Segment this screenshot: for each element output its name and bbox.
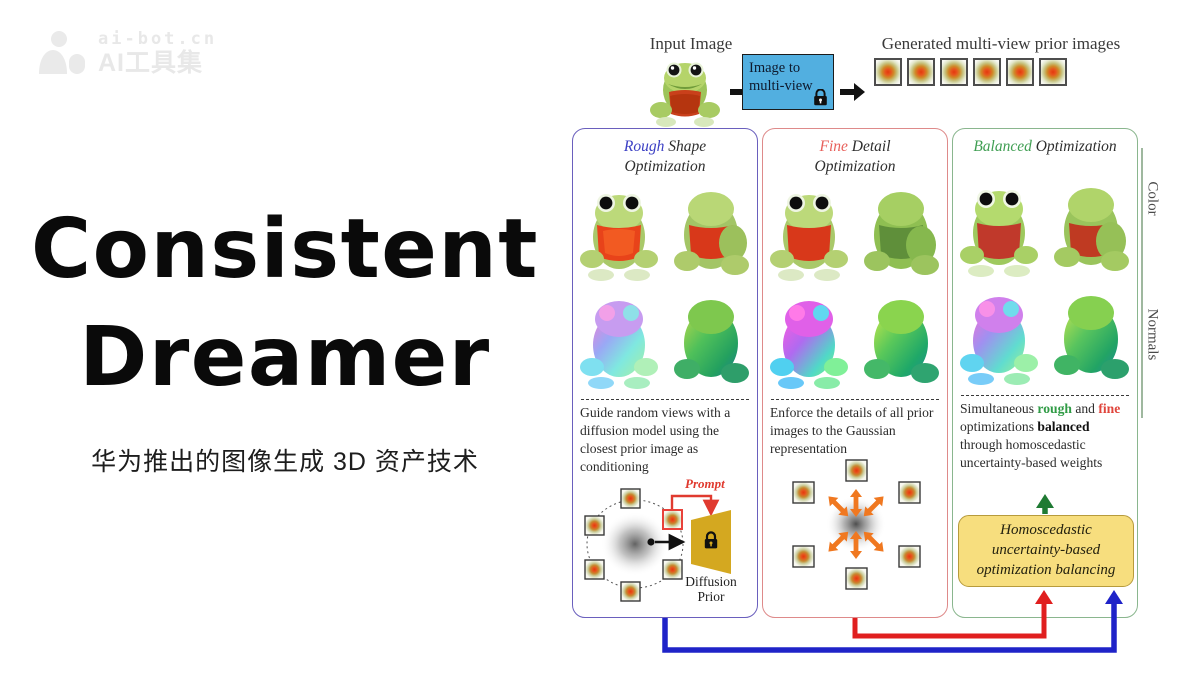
ai-bot-logo-icon bbox=[39, 31, 85, 74]
panel-caption: Simultaneous rough and fine optimization… bbox=[953, 396, 1137, 472]
diffusion-prior-label-line1: Diffusion bbox=[685, 574, 737, 589]
panel-title: Fine Detail Optimization bbox=[763, 129, 947, 177]
lock-icon bbox=[814, 89, 827, 106]
watermark-brand: AI工具集 bbox=[98, 48, 204, 77]
label-color: Color bbox=[1144, 181, 1161, 216]
diffusion-prior-diagram: Prompt Diffusion Prior bbox=[584, 476, 737, 604]
rough-shape-diagram: Prompt Diffusion Prior bbox=[573, 476, 757, 613]
panel-balanced-optimization: Balanced Optimization bbox=[952, 128, 1138, 618]
prior-thumbnail bbox=[1006, 58, 1034, 86]
panel-divider bbox=[961, 395, 1129, 397]
double-arrow-icon bbox=[828, 489, 884, 560]
prior-thumbnail bbox=[1039, 58, 1067, 86]
color-render-front bbox=[580, 194, 658, 282]
normal-render-front bbox=[770, 301, 848, 390]
panel-caption: Guide random views with a diffusion mode… bbox=[580, 405, 731, 475]
panel-caption: Enforce the details of all prior images … bbox=[770, 405, 934, 457]
render-grid bbox=[763, 181, 947, 397]
label-normals: Normals bbox=[1144, 308, 1161, 361]
image-to-multiview-label: Image to multi-view bbox=[749, 60, 813, 95]
color-render-back bbox=[674, 192, 749, 276]
caption-part-2: and bbox=[1071, 401, 1099, 417]
normal-render-back bbox=[674, 300, 749, 384]
color-render-front bbox=[770, 194, 848, 282]
lock-icon bbox=[704, 531, 718, 549]
input-frog-image bbox=[650, 62, 720, 127]
caption-fine: fine bbox=[1098, 401, 1121, 417]
render-grid bbox=[573, 181, 757, 397]
caption-balanced: balanced bbox=[1037, 419, 1090, 435]
normal-render-back bbox=[864, 300, 939, 384]
prior-thumbnail bbox=[874, 58, 902, 86]
panel-title: Balanced Optimization bbox=[953, 129, 1137, 157]
panel-divider bbox=[771, 399, 939, 401]
color-render-back bbox=[864, 192, 939, 276]
panel-title-rest: Detail bbox=[847, 138, 891, 155]
normal-render-front bbox=[580, 301, 658, 390]
panel-title-line2: Optimization bbox=[624, 158, 706, 176]
panel-title: Rough Shape Optimization bbox=[573, 129, 757, 177]
color-render-back bbox=[1054, 188, 1129, 272]
panel-title-rest: Shape bbox=[664, 138, 707, 155]
caption-part-1: Simultaneous bbox=[960, 401, 1038, 417]
panel-divider bbox=[581, 399, 749, 401]
gaussian-enforce-diagram bbox=[792, 459, 921, 590]
prior-thumbnail bbox=[940, 58, 968, 86]
balancing-line-2: uncertainty-based bbox=[991, 541, 1101, 558]
fine-detail-diagram bbox=[763, 458, 947, 595]
prompt-label: Prompt bbox=[685, 476, 725, 491]
page-title: Consistent Dreamer bbox=[0, 196, 570, 412]
panel-title-line2: Optimization bbox=[814, 158, 896, 176]
hero-panel: ai-bot.cn AI工具集 Consistent Dreamer 华为推出的… bbox=[0, 0, 570, 675]
arrow-right-icon bbox=[840, 83, 865, 101]
rail-divider bbox=[1141, 148, 1143, 418]
prior-thumbnail bbox=[907, 58, 935, 86]
render-row-labels: Color Normals bbox=[1140, 148, 1166, 418]
panel-fine-detail-optimization: Fine Detail Optimization bbox=[762, 128, 948, 618]
pipeline-figure: Input Image Generated multi-view prior i… bbox=[568, 0, 1200, 675]
panel-title-accent: Balanced bbox=[973, 138, 1032, 155]
figure-top-row: Input Image Generated multi-view prior i… bbox=[568, 30, 1200, 130]
diffusion-prior-label-line2: Prior bbox=[698, 589, 726, 604]
input-image-label: Input Image bbox=[649, 34, 733, 53]
panel-rough-shape-optimization: Rough Shape Optimization bbox=[572, 128, 758, 618]
normal-render-back bbox=[1054, 296, 1129, 380]
title-line-1: Consistent bbox=[30, 202, 539, 297]
caption-part-4: through homoscedastic uncertainty-based … bbox=[960, 437, 1103, 470]
watermark: ai-bot.cn AI工具集 bbox=[36, 30, 217, 76]
panel-title-rest: Optimization bbox=[1031, 138, 1117, 155]
prior-thumbnail bbox=[973, 58, 1001, 86]
caption-part-3: optimizations bbox=[960, 419, 1038, 435]
image-to-multiview-module: Image to multi-view bbox=[742, 54, 834, 110]
watermark-domain: ai-bot.cn bbox=[98, 28, 218, 49]
panel-title-accent: Rough bbox=[623, 138, 665, 155]
panel-title-accent: Fine bbox=[819, 138, 848, 155]
title-line-2: Dreamer bbox=[79, 310, 491, 406]
homoscedastic-balancing-box: Homoscedastic uncertainty-based optimiza… bbox=[958, 515, 1134, 587]
balancing-line-3: optimization balancing bbox=[976, 561, 1116, 578]
page-subtitle: 华为推出的图像生成 3D 资产技术 bbox=[91, 448, 479, 476]
balancing-line-1: Homoscedastic bbox=[1000, 522, 1092, 538]
generated-priors-label: Generated multi-view prior images bbox=[881, 34, 1121, 53]
generated-prior-thumbnails bbox=[874, 58, 1067, 86]
color-render-front bbox=[960, 190, 1038, 278]
caption-rough: rough bbox=[1037, 401, 1072, 417]
render-grid bbox=[953, 177, 1137, 393]
normal-render-front bbox=[960, 297, 1038, 386]
